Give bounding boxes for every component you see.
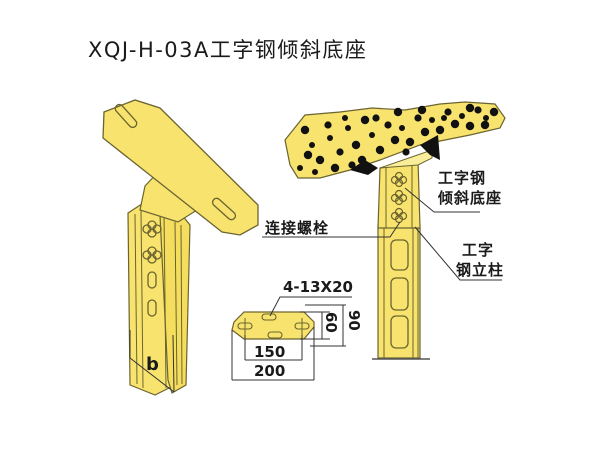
inner-height-label: 60 bbox=[322, 312, 340, 333]
ore-underside-shadow bbox=[420, 135, 440, 160]
column-label-line1: 工字 bbox=[462, 241, 495, 259]
ore-particle bbox=[405, 137, 415, 147]
left-inclined-plate bbox=[102, 99, 259, 236]
ore-particle bbox=[372, 114, 380, 122]
left-column-holes bbox=[142, 220, 162, 317]
ore-particle bbox=[441, 115, 447, 121]
ore-particle bbox=[474, 106, 482, 114]
ore-particle bbox=[312, 169, 318, 175]
ore-particle bbox=[297, 165, 303, 171]
ore-particle bbox=[315, 155, 325, 165]
ore-particle bbox=[393, 107, 403, 117]
plate-dimension-lines bbox=[231, 296, 352, 381]
ore-particle bbox=[420, 127, 430, 137]
right-base-bolts bbox=[390, 171, 408, 224]
ore-particle bbox=[465, 121, 475, 131]
ore-particle bbox=[483, 115, 489, 121]
ore-particle bbox=[417, 105, 427, 115]
ore-particle bbox=[414, 114, 422, 122]
ore-particle bbox=[324, 121, 332, 129]
ore-particle bbox=[465, 103, 475, 113]
right-inclined-base bbox=[377, 149, 433, 229]
right-column bbox=[372, 224, 430, 360]
ore-particle bbox=[345, 125, 351, 131]
bolt-label: 连接螺栓 bbox=[265, 219, 330, 237]
ore-particle bbox=[480, 120, 490, 130]
diagram-title: XQJ-H-03A工字钢倾斜底座 bbox=[88, 38, 368, 62]
ore-particle bbox=[450, 119, 460, 129]
ore-particle bbox=[330, 163, 340, 173]
ore-particle bbox=[369, 132, 375, 138]
ore-particles bbox=[297, 103, 499, 175]
left-column bbox=[127, 199, 191, 396]
ore-particle bbox=[357, 155, 367, 165]
ore-particle bbox=[390, 135, 400, 145]
column-label-line2: 钢立柱 bbox=[456, 261, 505, 279]
base-plate-drawing bbox=[231, 311, 315, 340]
outer-height-label: 90 bbox=[345, 310, 363, 331]
ore-particle bbox=[384, 121, 392, 129]
ore-particle bbox=[300, 125, 310, 135]
inclined-base-label-line2: 倾斜底座 bbox=[438, 189, 503, 207]
ore-particle bbox=[435, 125, 445, 135]
ore-particle bbox=[375, 145, 385, 155]
outer-width-label: 200 bbox=[254, 362, 286, 380]
inner-width-label: 150 bbox=[254, 343, 286, 361]
ore-particle bbox=[444, 108, 452, 116]
ore-particle bbox=[360, 115, 370, 125]
ore-particle bbox=[327, 135, 333, 141]
ore-particle bbox=[351, 140, 361, 150]
ore-particle bbox=[399, 125, 405, 131]
ore-particle bbox=[348, 161, 356, 169]
ore-particle bbox=[303, 150, 313, 160]
ore-particle bbox=[402, 148, 410, 156]
leader-lines bbox=[262, 187, 502, 281]
ore-particle bbox=[309, 142, 315, 148]
ore-particle bbox=[459, 113, 465, 119]
ore-particle bbox=[429, 117, 435, 123]
inclined-base-label-line1: 工字钢 bbox=[438, 169, 487, 187]
ore-particle bbox=[342, 115, 348, 121]
hole-spec-label: 4-13X20 bbox=[283, 278, 353, 296]
ore-underside-shadow bbox=[350, 160, 378, 175]
left-plate-slots bbox=[114, 103, 237, 221]
ore-particle bbox=[336, 148, 344, 156]
b-dimension-label: b bbox=[146, 354, 160, 375]
b-dimension-lines bbox=[129, 330, 175, 393]
ore-particle bbox=[489, 107, 499, 117]
